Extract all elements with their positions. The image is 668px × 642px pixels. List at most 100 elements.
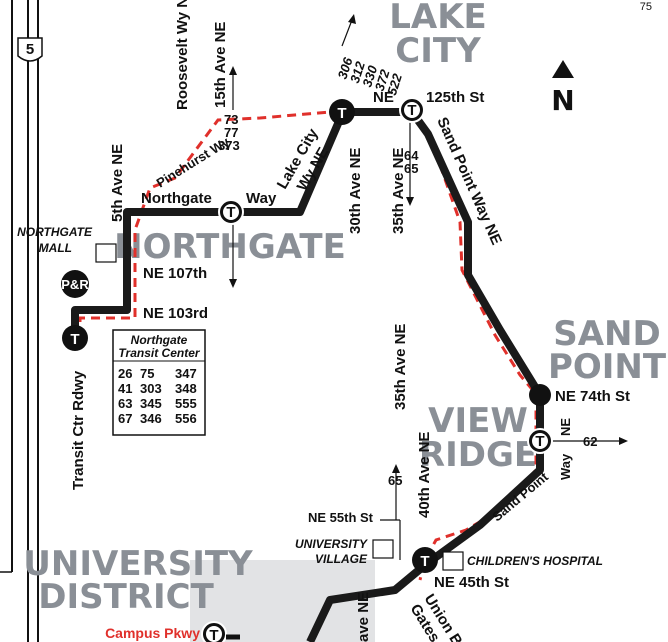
- northgate-mall-label-2: MALL: [39, 241, 72, 255]
- street-ne-74th: NE 74th St: [555, 388, 630, 405]
- tc-route-cell: 75: [140, 366, 154, 381]
- northgate-transit-center-table: Northgate Transit Center 26 75 347 41 30…: [112, 329, 206, 436]
- route-64: 64: [404, 148, 419, 163]
- arrow-up-icon: [392, 464, 400, 473]
- northgate-mall-label-1: NORTHGATE: [17, 225, 93, 239]
- street-ne-55th: NE 55th St: [308, 510, 374, 525]
- stop-northgate-transit-center[interactable]: T: [62, 325, 88, 351]
- neighborhood-university-district-line2: DISTRICT: [38, 577, 214, 617]
- route-77: 77: [224, 125, 238, 140]
- street-5th-ave: 5th Ave NE: [109, 144, 126, 222]
- university-village-label-1: UNIVERSITY: [295, 537, 368, 551]
- childrens-hospital-label: CHILDREN'S HOSPITAL: [467, 554, 603, 568]
- tc-route-cell: 345: [140, 396, 162, 411]
- childrens-hospital-marker: [442, 551, 464, 571]
- neighborhood-northgate: NORTHGATE: [114, 227, 346, 267]
- route-62: 62: [583, 434, 597, 449]
- freeway-shield-number: 5: [26, 41, 34, 58]
- route-73: 73: [224, 112, 238, 127]
- svg-text:T: T: [209, 627, 218, 642]
- tc-route-cell: 556: [175, 411, 197, 426]
- stop-northgate-way[interactable]: T: [218, 199, 244, 225]
- route-522: 522: [384, 71, 405, 97]
- tc-route-cell: 63: [118, 396, 132, 411]
- university-village-marker: [372, 539, 394, 559]
- transit-center-title-2: Transit Center: [118, 346, 200, 360]
- university-village-label-2: VILLAGE: [315, 552, 368, 566]
- tc-route-cell: 67: [118, 411, 132, 426]
- page-number: 75: [640, 1, 652, 13]
- svg-text:T: T: [70, 331, 79, 348]
- street-35th-ave: 35th Ave NE: [390, 148, 407, 234]
- street-roosevelt: Roosevelt Wy NE: [174, 0, 191, 110]
- street-way-ne-1: NE: [558, 418, 573, 436]
- street-ave-ne-bottom: ave NE: [355, 592, 372, 642]
- street-15th-ave: 15th Ave NE: [212, 22, 229, 108]
- route-65-south: 65: [388, 473, 402, 488]
- svg-text:T: T: [226, 204, 235, 221]
- stop-university-village[interactable]: T: [412, 547, 438, 573]
- stop-lake-city[interactable]: T: [329, 99, 355, 125]
- svg-text:T: T: [337, 105, 346, 122]
- arrow-right-icon: [619, 437, 628, 445]
- svg-text:T: T: [420, 553, 429, 570]
- direction-arrows: [229, 14, 628, 473]
- north-arrow-icon: [552, 60, 574, 78]
- route-372: 372: [372, 67, 393, 93]
- tc-route-cell: 303: [140, 381, 162, 396]
- transit-center-title-1: Northgate: [131, 333, 188, 347]
- street-lines: [232, 19, 620, 560]
- street-ne: NE: [373, 89, 394, 106]
- route-312: 312: [347, 59, 368, 85]
- svg-text:P&R: P&R: [61, 277, 89, 292]
- street-ne-45th: NE 45th St: [434, 574, 509, 591]
- northgate-mall-marker: [95, 243, 117, 263]
- tc-route-cell: 348: [175, 381, 197, 396]
- street-northgate: Northgate: [141, 190, 212, 207]
- stop-ne-74th[interactable]: [529, 384, 551, 406]
- north-label: N: [551, 84, 574, 117]
- route-65: 65: [404, 161, 418, 176]
- neighborhood-view-ridge-line1: VIEW: [428, 401, 528, 441]
- street-way-ne-2: Way: [558, 453, 573, 480]
- park-and-ride[interactable]: P&R: [61, 270, 89, 298]
- arrow-down-icon: [406, 197, 414, 206]
- neighborhood-sand-point-line2: POINT: [548, 347, 667, 387]
- dashed-route: [78, 110, 538, 581]
- stop-ne-125th[interactable]: T: [399, 97, 425, 123]
- svg-text:T: T: [407, 102, 416, 119]
- svg-text:T: T: [535, 433, 544, 450]
- neighborhood-lake-city-line1: LAKE: [389, 0, 487, 37]
- neighborhood-view-ridge-line2: RIDGE: [419, 435, 537, 475]
- stop-campus-pkwy[interactable]: T: [201, 621, 240, 642]
- route-373: 373: [218, 138, 240, 153]
- street-ne-103rd: NE 103rd: [143, 305, 208, 322]
- interstate-5: 5: [0, 0, 43, 642]
- street-campus-pkwy: Campus Pkwy: [105, 625, 200, 641]
- tc-route-cell: 26: [118, 366, 132, 381]
- arrow-down-icon: [229, 279, 237, 288]
- route-306: 306: [335, 55, 356, 81]
- street-sand-point-south: Sand Point: [489, 469, 551, 525]
- neighborhood-sand-point-line1: SAND: [553, 314, 660, 354]
- routes-lake-city: 306 312 330 372 522: [335, 55, 406, 97]
- street-transit-ctr-rdwy: Transit Ctr Rdwy: [70, 370, 87, 490]
- street-40th-ave: 40th Ave NE: [416, 432, 433, 518]
- neighborhood-university-district-line1: UNIVERSITY: [23, 544, 253, 584]
- tc-route-cell: 347: [175, 366, 197, 381]
- tc-route-cell: 346: [140, 411, 162, 426]
- freeway-shield-icon: [17, 37, 43, 62]
- arrow-up-right-icon: [348, 14, 356, 24]
- route-330: 330: [359, 63, 380, 89]
- tc-route-cell: 41: [118, 381, 132, 396]
- north-arrow: N: [551, 60, 575, 117]
- street-way: Way: [246, 190, 277, 207]
- street-30th-ave: 30th Ave NE: [347, 148, 364, 234]
- street-ne-107th: NE 107th: [143, 265, 207, 282]
- neighborhood-lake-city-line2: CITY: [395, 31, 481, 71]
- street-35th-ave-south: 35th Ave NE: [392, 324, 409, 410]
- arrow-up-icon: [229, 66, 237, 75]
- stop-view-ridge[interactable]: T: [527, 428, 553, 454]
- street-125th-st: 125th St: [426, 89, 484, 106]
